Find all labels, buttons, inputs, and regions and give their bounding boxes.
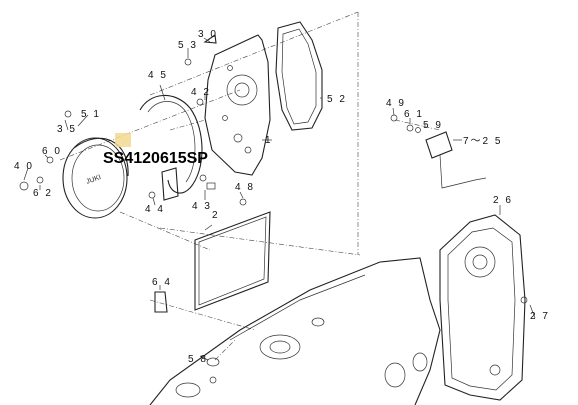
- callout-1: 1: [265, 135, 273, 146]
- part-cover-51: JUKI: [62, 137, 129, 219]
- callout-59: 5 9: [423, 120, 443, 131]
- highlighted-part-number[interactable]: SS4120615SP: [103, 150, 208, 167]
- part-gasket-45: [139, 94, 203, 201]
- part-arm-body: [149, 257, 441, 405]
- callout-60: 6 0: [42, 146, 62, 157]
- part-plate-1: [204, 34, 271, 176]
- small-screws: [19, 34, 528, 384]
- part-side-cover-26: [439, 214, 526, 401]
- callout-52: 5 2: [327, 94, 347, 105]
- callout-7-25: 7～2 5: [463, 136, 502, 147]
- callout-labels: 1 2 2 6 2 7 3 0 3 5 4 0 4 2 4 3 4 4 4 5 …: [14, 29, 550, 365]
- callout-35: 3 5: [57, 124, 77, 135]
- callout-27: 2 7: [530, 311, 550, 322]
- callout-53: 5 3: [178, 40, 198, 51]
- callout-62: 6 2: [33, 188, 53, 199]
- callout-30: 3 0: [198, 29, 218, 40]
- callout-48: 4 8: [235, 182, 255, 193]
- callout-58: 5 8: [188, 354, 208, 365]
- callout-45: 4 5: [148, 70, 168, 81]
- callout-61: 6 1: [404, 109, 424, 120]
- part-cable-7-25: [425, 131, 487, 189]
- callout-51: 5 1: [81, 109, 101, 120]
- callout-42: 4 2: [191, 87, 211, 98]
- highlighted-part-marker[interactable]: [115, 133, 131, 147]
- part-gasket-52: [275, 21, 323, 131]
- callout-26: 2 6: [493, 195, 513, 206]
- callout-2: 2: [212, 210, 220, 221]
- leader-lines: [23, 37, 536, 361]
- callout-44: 4 4: [145, 204, 165, 215]
- callout-49: 4 9: [386, 98, 406, 109]
- svg-text:JUKI: JUKI: [85, 174, 102, 186]
- callout-43: 4 3: [192, 201, 212, 212]
- callout-64: 6 4: [152, 277, 172, 288]
- callout-40: 4 0: [14, 161, 34, 172]
- part-sheet-2: [194, 211, 271, 311]
